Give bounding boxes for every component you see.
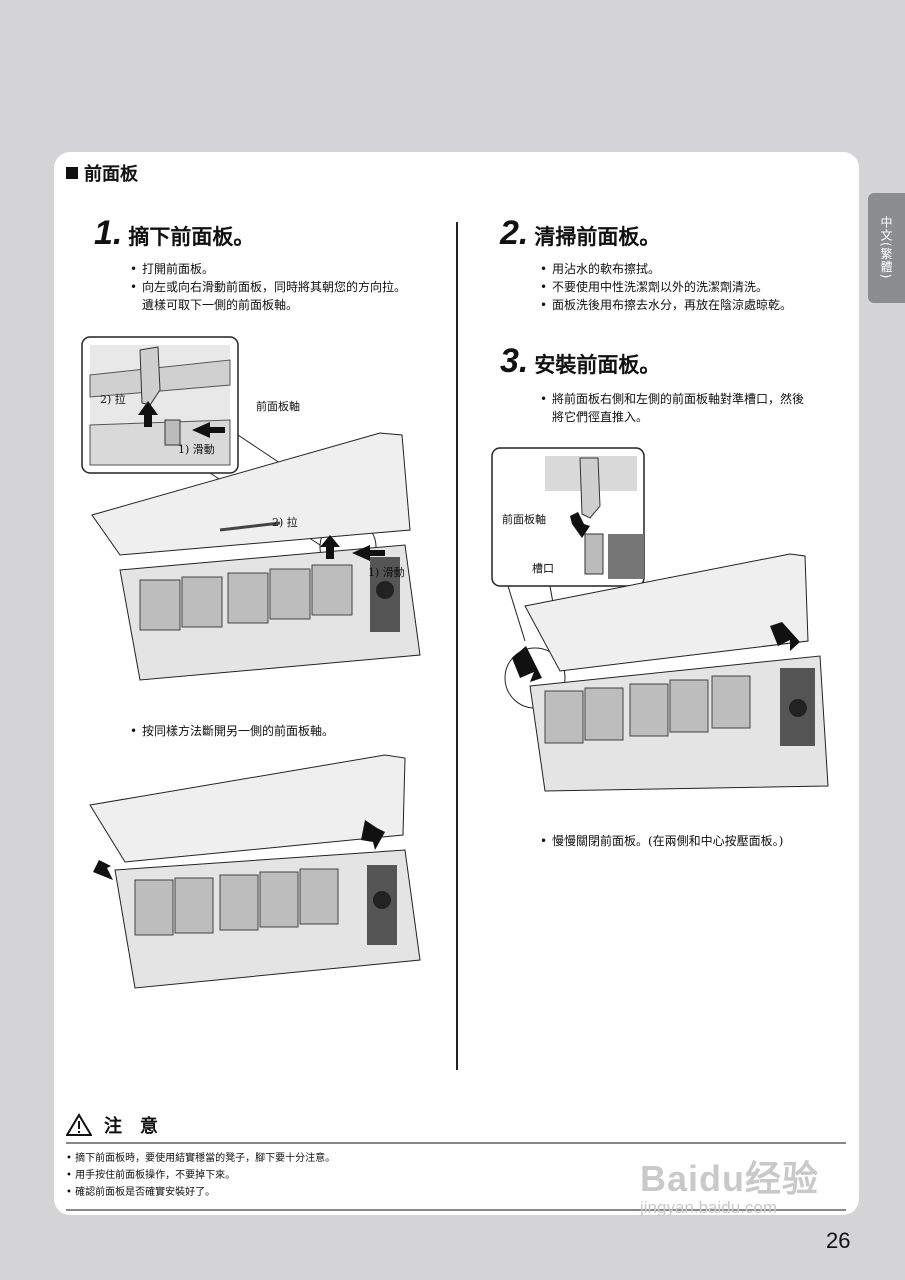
caution-title: 注 意 [104, 1116, 158, 1137]
install-panel-illustration [491, 447, 829, 792]
step3-title: 安裝前面板。 [534, 353, 661, 377]
step3-note: 慢慢關閉前面板。(在兩側和中心按壓面板。) [540, 832, 850, 850]
caution-box: 注 意 摘下前面板時，要使用結實穩當的凳子，腳下要十分注意。 用手按住前面板操作… [66, 1112, 846, 1211]
step2-number: 2. [500, 214, 529, 252]
main-slide-label: 1) 滑動 [368, 566, 405, 579]
warning-icon [66, 1113, 92, 1136]
step1-title: 摘下前面板。 [128, 225, 255, 249]
step1-bullet: 向左或向右滑動前面板，同時將其朝您的方向拉。 遺樣可取下一側的前面板軸。 [130, 278, 450, 314]
step2-bullet: 不要使用中性洗潔劑以外的洗潔劑清洗。 [540, 278, 850, 296]
step3-heading: 3. 安裝前面板。 [500, 342, 660, 381]
remove-panel-illustration [81, 336, 421, 681]
watermark-url: jingyan.baidu.com [640, 1198, 778, 1217]
caution-item: 摘下前面板時，要使用結實穩當的凳子，腳下要十分注意。 [66, 1150, 846, 1167]
step1-heading: 1. 摘下前面板。 [94, 214, 254, 253]
step1-bullet: 打開前面板。 [130, 260, 450, 278]
column-divider [456, 222, 458, 1070]
inset-pull-label: 2) 拉 [100, 393, 126, 406]
main-pull-label: 2) 拉 [272, 516, 298, 529]
language-tab[interactable]: 中文(繁體) [868, 193, 905, 303]
caution-item: 用手按住前面板操作，不要掉下來。 [66, 1167, 846, 1184]
watermark: Baidu经验 jingyan.baidu.com [640, 1150, 819, 1218]
square-bullet-icon [66, 167, 78, 179]
caution-list: 摘下前面板時，要使用結實穩當的凳子，腳下要十分注意。 用手按住前面板操作，不要掉… [66, 1150, 846, 1201]
step3-note-text: 慢慢關閉前面板。(在兩側和中心按壓面板。) [540, 832, 850, 850]
panel-axis-label: 前面板軸 [256, 400, 300, 413]
step1-note: 按同樣方法斷開另一側的前面板軸。 [130, 722, 430, 740]
step3-bullet: 將前面板右側和左側的前面板軸對準槽口，然後 將它們徑直推入。 [540, 390, 850, 426]
section-title: 前面板 [66, 160, 138, 186]
caution-item: 確認前面板是否確實安裝好了。 [66, 1184, 846, 1201]
step2-bullet: 面板洗後用布擦去水分，再放在陰涼處晾乾。 [540, 296, 850, 314]
caution-rule-bottom [66, 1209, 846, 1211]
step2-bullet: 用沾水的軟布擦拭。 [540, 260, 850, 278]
caution-rule-top [66, 1142, 846, 1144]
watermark-logo: Baidu经验 [640, 1158, 820, 1199]
step2-title: 清掃前面板。 [534, 225, 661, 249]
step3-number: 3. [500, 342, 529, 380]
step1-bullets: 打開前面板。 向左或向右滑動前面板，同時將其朝您的方向拉。 遺樣可取下一側的前面… [130, 260, 450, 314]
step2-heading: 2. 清掃前面板。 [500, 214, 660, 253]
step1-note-text: 按同樣方法斷開另一側的前面板軸。 [130, 722, 430, 740]
inset-slide-label: 1) 滑動 [178, 443, 215, 456]
other-side-illustration [89, 754, 421, 989]
language-tab-label: 中文(繁體) [879, 216, 893, 280]
step3-bullets: 將前面板右側和左側的前面板軸對準槽口，然後 將它們徑直推入。 [540, 390, 850, 426]
section-title-text: 前面板 [84, 164, 138, 185]
install-slot-label: 槽口 [532, 562, 554, 575]
step2-bullets: 用沾水的軟布擦拭。 不要使用中性洗潔劑以外的洗潔劑清洗。 面板洗後用布擦去水分，… [540, 260, 850, 314]
step1-number: 1. [94, 214, 123, 252]
page-number: 26 [826, 1228, 851, 1253]
install-axis-label: 前面板軸 [502, 513, 546, 526]
caution-heading: 注 意 [66, 1112, 846, 1138]
